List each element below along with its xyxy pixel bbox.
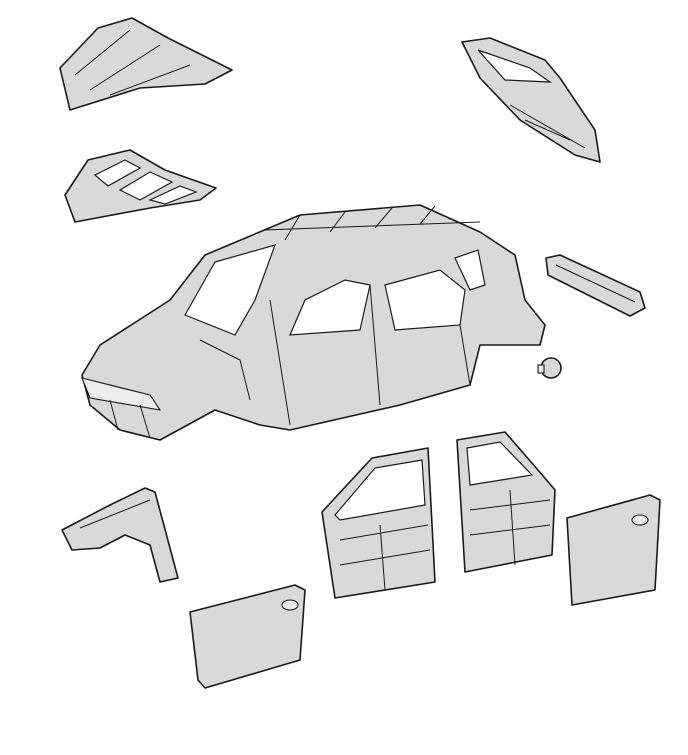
fuel-filler-lid: [537, 357, 562, 379]
tailgate: [461, 37, 601, 163]
front-fender: [61, 487, 179, 583]
front-door-inner: [321, 447, 436, 599]
rear-bumper-reinforcement: [545, 254, 646, 317]
hood-inner-panel: [64, 149, 217, 223]
rear-door-outer: [566, 494, 661, 606]
front-door-outer: [189, 584, 306, 689]
body-shell: [81, 204, 546, 441]
rear-door-inner: [456, 431, 556, 573]
hood-outer-panel: [59, 17, 233, 111]
